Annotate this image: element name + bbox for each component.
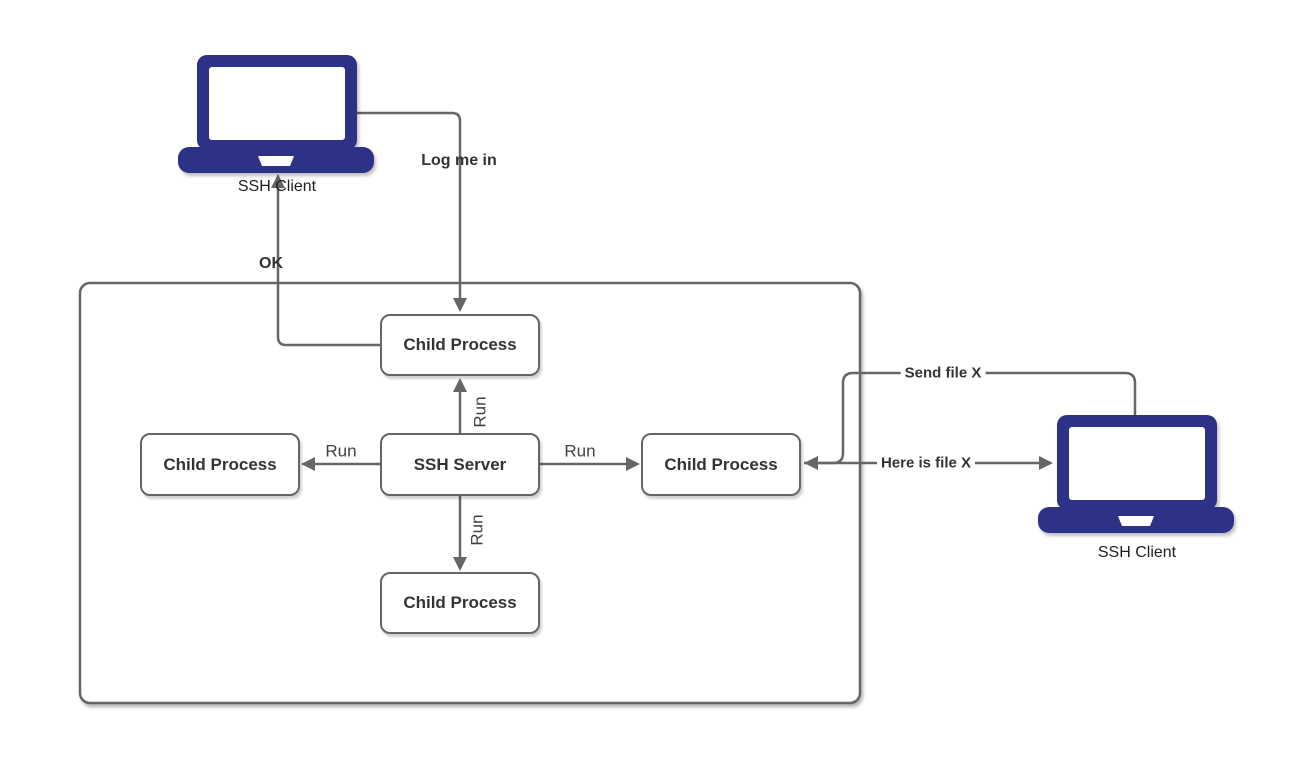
connector-send-file-x xyxy=(816,371,1137,465)
label-ssh-client-right: SSH Client xyxy=(1097,544,1177,561)
connector-log-me-in xyxy=(357,111,462,300)
node-child-process-left: Child Process xyxy=(140,433,300,496)
edge-label-run-left: Run xyxy=(325,441,357,461)
label-ssh-client-left: SSH Client xyxy=(237,178,317,195)
node-ssh-server: SSH Server xyxy=(380,433,540,496)
edge-label-log-me-in: Log me in xyxy=(421,152,497,169)
edge-label-here-is-file-x: Here is file X xyxy=(876,454,976,472)
arrowhead-log-me-in xyxy=(453,298,467,312)
arrowhead-run-left xyxy=(301,457,315,471)
edge-label-ok: OK xyxy=(259,255,283,272)
arrowhead-here-is-file-x xyxy=(1039,456,1053,470)
arrowhead-run-right xyxy=(626,457,640,471)
laptop-icon-right xyxy=(1038,415,1234,533)
laptop-icon-left xyxy=(178,55,374,173)
edge-label-run-down: Run xyxy=(467,514,487,546)
arrowhead-ok xyxy=(271,174,285,188)
edge-label-run-right: Run xyxy=(564,441,596,461)
node-child-process-bottom: Child Process xyxy=(380,572,540,634)
connector-ok xyxy=(276,187,380,347)
node-child-process-top: Child Process xyxy=(380,314,540,376)
edge-label-run-up: Run xyxy=(470,396,490,428)
arrowhead-run-up xyxy=(453,378,467,392)
arrowhead-run-down xyxy=(453,557,467,571)
edge-label-send-file-x: Send file X xyxy=(900,364,986,382)
node-child-process-right: Child Process xyxy=(641,433,801,496)
